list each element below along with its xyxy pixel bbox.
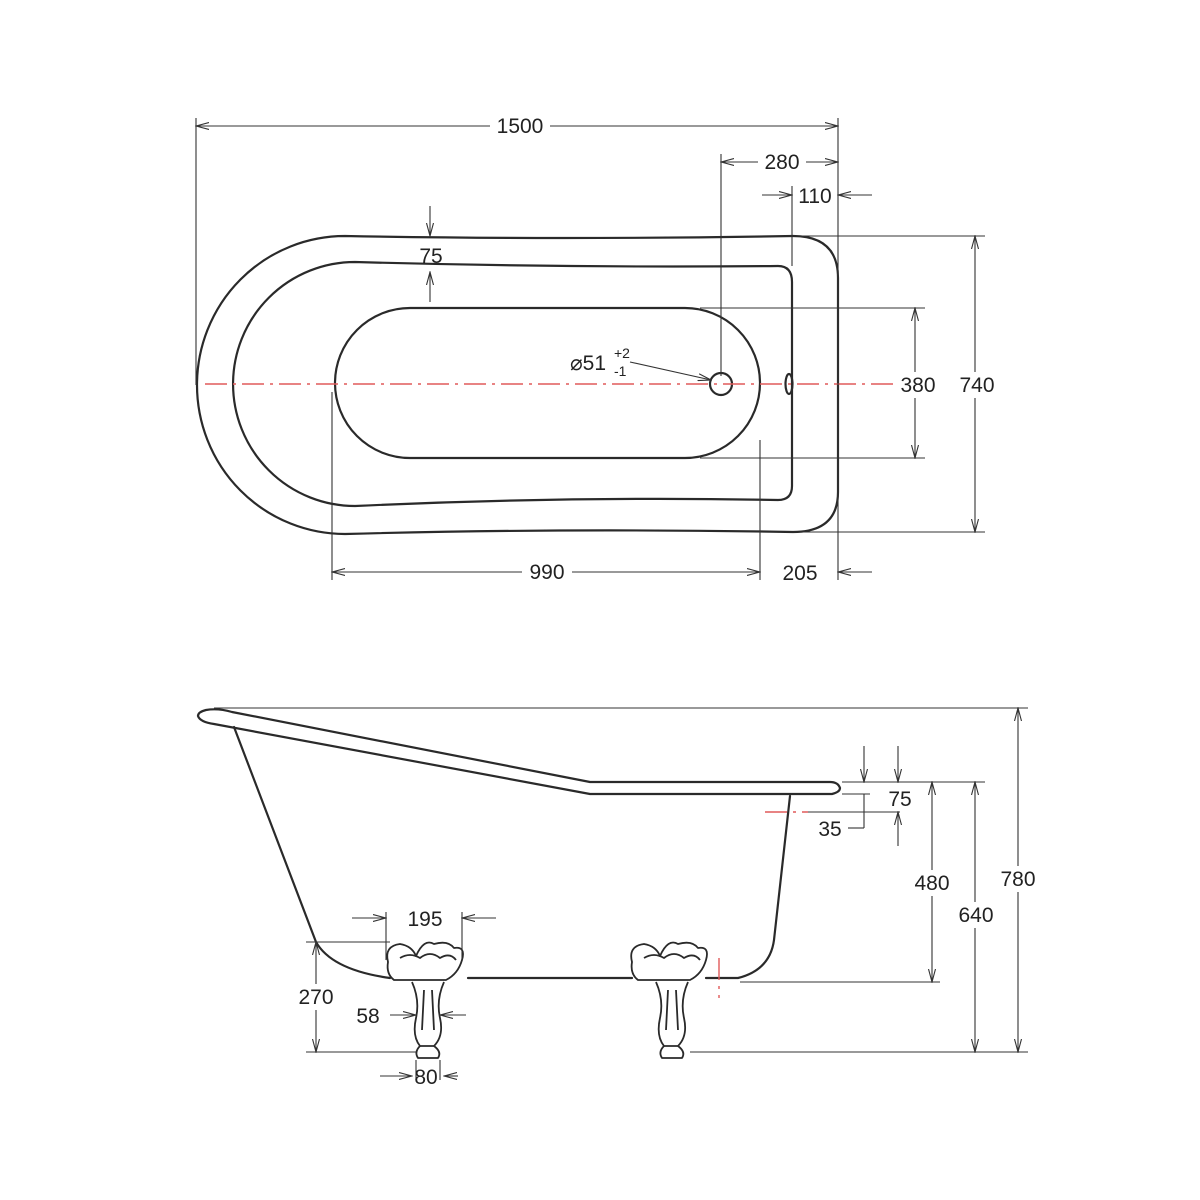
dim-overflow-offset: 110 <box>762 185 872 208</box>
dim-length-label: 1500 <box>497 115 544 138</box>
dim-inner-depth-label: 480 <box>914 872 949 895</box>
dim-foot-spacing-label: 195 <box>407 908 442 931</box>
dim-total-width-label: 740 <box>959 374 994 397</box>
plan-extension-lines <box>195 118 985 580</box>
basin-outline <box>333 306 762 460</box>
tub-right-wall <box>704 794 792 980</box>
dim-inner-width: 380 <box>896 308 940 458</box>
claw-foot-right <box>630 941 708 1059</box>
overflow-hole <box>784 372 794 396</box>
dim-overflow-offset-label: 110 <box>798 185 831 208</box>
dim-foot-height: 270 <box>292 942 340 1052</box>
dim-rim-width-top-label: 75 <box>419 245 442 268</box>
dim-end-offset: 205 <box>782 562 872 585</box>
dim-waste-offset: 280 <box>721 148 838 174</box>
dim-foot-width-label: 80 <box>414 1066 437 1089</box>
dim-foot-width: 80 <box>380 1066 458 1089</box>
dim-rim-thickness-label: 75 <box>888 788 911 811</box>
claw-foot-left <box>386 941 464 1059</box>
dim-base-height-label: 640 <box>958 904 993 927</box>
dim-length: 1500 <box>196 112 838 138</box>
outer-rim-outline <box>195 234 840 536</box>
plan-view: 1500 280 110 75 ⌀51 +2 -1 <box>196 112 1000 585</box>
elevation-extension-lines <box>214 707 1028 1080</box>
dim-total-width: 740 <box>954 236 1000 532</box>
dim-base-length-label: 990 <box>529 561 564 584</box>
dim-base-length: 990 <box>332 558 760 584</box>
tub-body-outline <box>232 725 392 980</box>
elevation-view: 75 35 480 640 780 <box>196 707 1042 1089</box>
dim-overflow-height-label: 35 <box>818 818 841 841</box>
waste-tolerance-plus: +2 <box>614 345 630 361</box>
dim-foot-neck: 58 <box>356 1005 466 1028</box>
dim-rim-thickness: 75 <box>864 746 912 811</box>
rim-top-edge <box>196 708 842 796</box>
dim-rim-width-top: 75 <box>419 206 443 302</box>
waste-diameter-label: ⌀51 <box>570 352 606 375</box>
waste-tolerance-minus: -1 <box>614 363 627 379</box>
dim-waste-offset-label: 280 <box>764 151 799 174</box>
dim-foot-height-label: 270 <box>298 986 333 1009</box>
dim-base-height: 640 <box>952 782 998 1052</box>
inner-rim-outline <box>231 260 794 508</box>
dim-total-height: 780 <box>996 708 1042 1052</box>
dim-inner-width-label: 380 <box>900 374 935 397</box>
dim-waste-diameter: ⌀51 +2 -1 <box>570 345 711 380</box>
dim-end-offset-label: 205 <box>782 562 817 585</box>
dim-total-height-label: 780 <box>1000 868 1035 891</box>
dim-inner-depth: 480 <box>910 782 956 982</box>
dim-foot-spacing: 195 <box>352 908 496 931</box>
dim-overflow-height: 35 <box>818 794 898 846</box>
dim-foot-neck-label: 58 <box>356 1005 379 1028</box>
